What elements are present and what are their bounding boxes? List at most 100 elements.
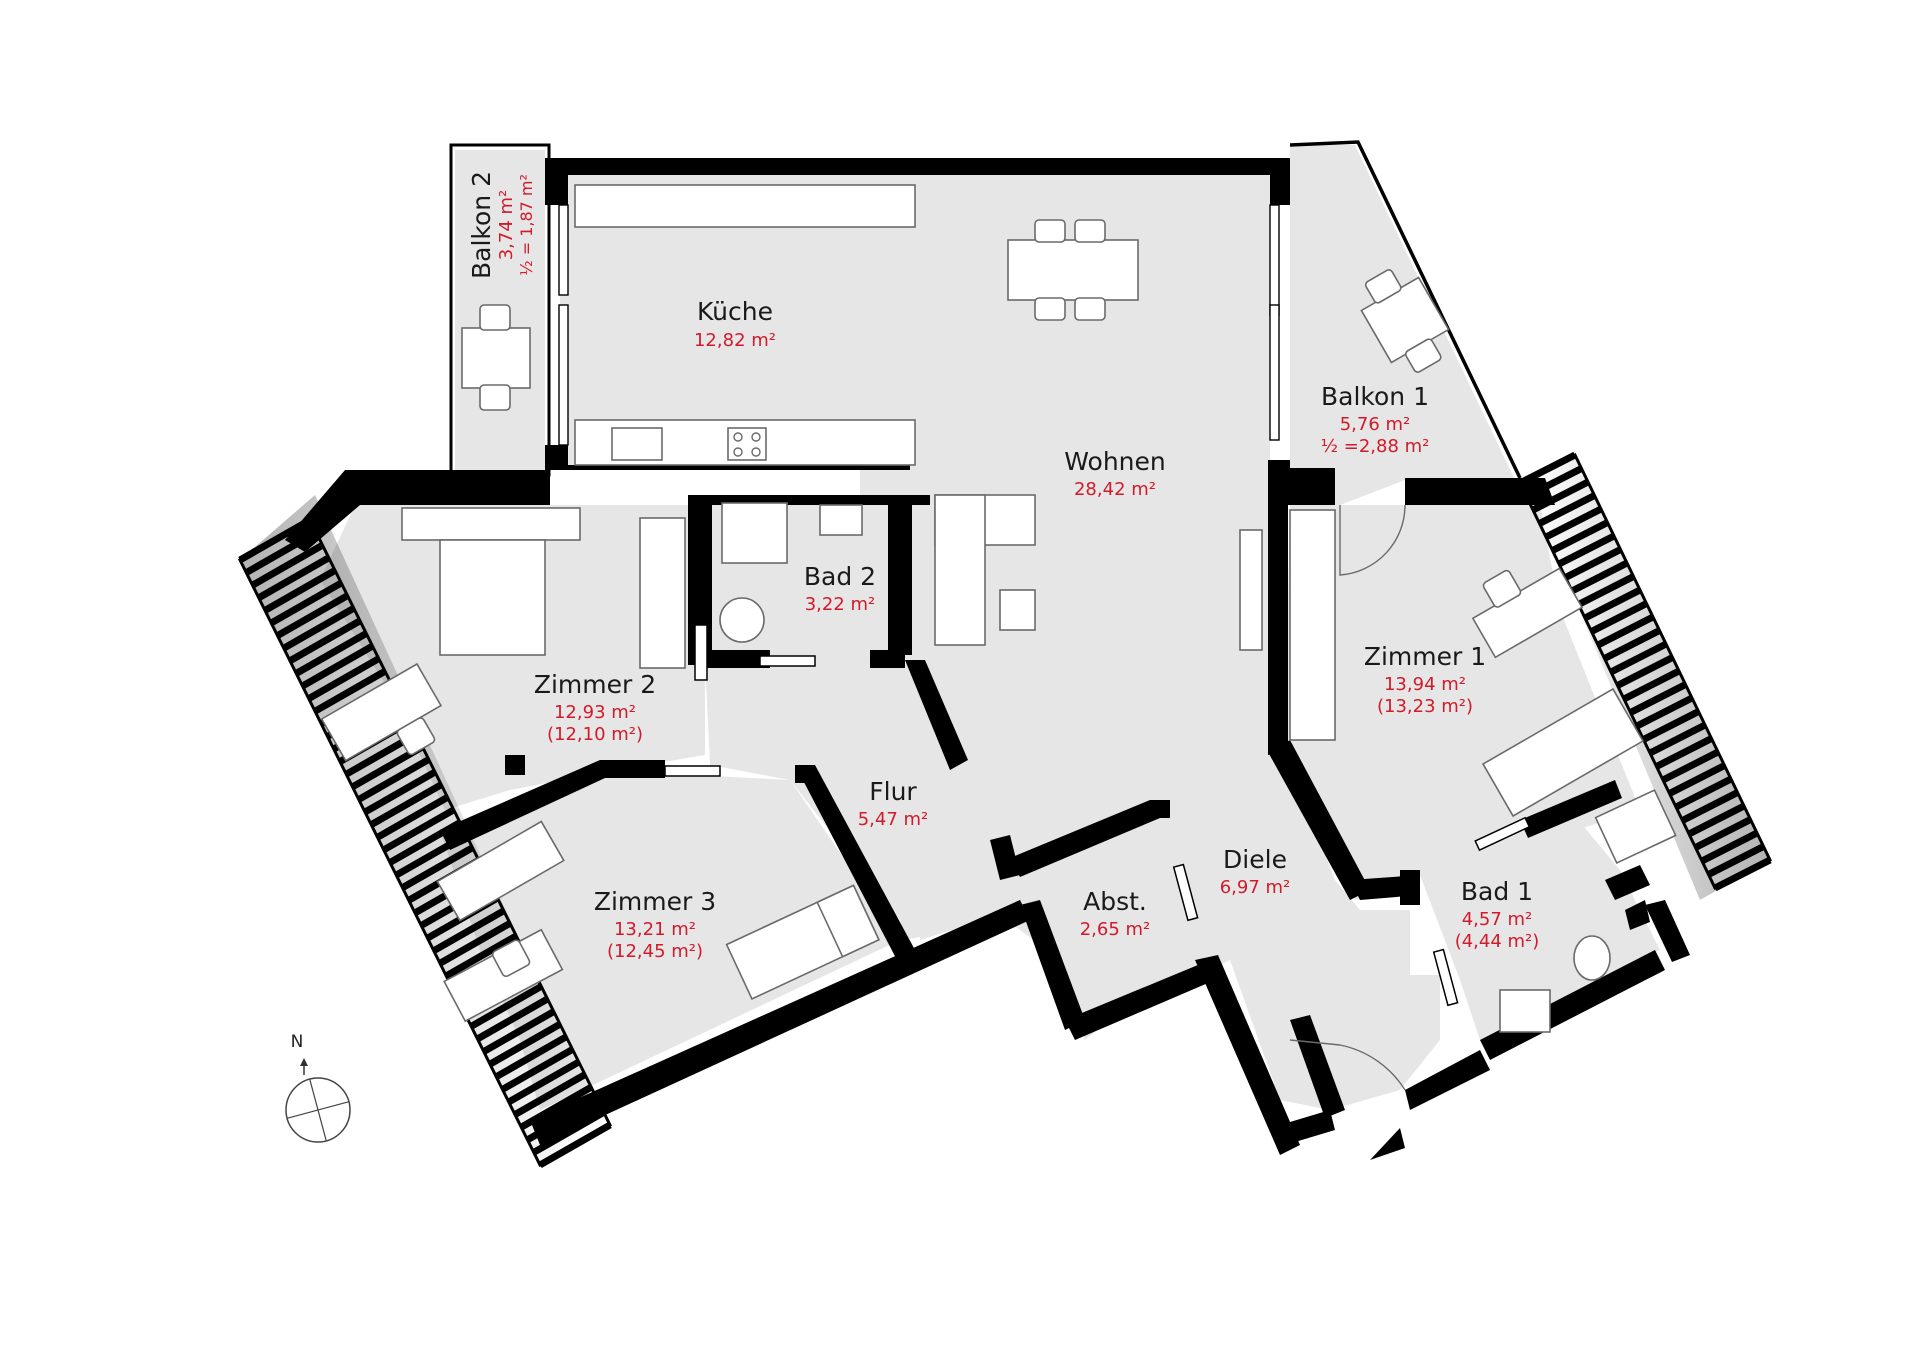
floor-abst <box>1020 820 1195 1010</box>
room-name-flur: Flur <box>869 777 917 806</box>
dining-table <box>1007 239 1139 301</box>
room-area-abst: 2,65 m² <box>1080 919 1151 940</box>
room-area-wohnen: 28,42 m² <box>1074 479 1156 500</box>
room-name-zimmer3: Zimmer 3 <box>594 887 716 916</box>
compass-north-label: N <box>291 1032 304 1052</box>
louver-slat-left <box>300 643 375 690</box>
louver-slat-right <box>1693 816 1753 851</box>
room-area-balkon1: 5,76 m² <box>1340 414 1411 435</box>
room-area-diele: 6,97 m² <box>1220 877 1291 898</box>
room-area-balkon2: 3,74 m² <box>496 190 517 261</box>
louver-slat-right <box>1700 829 1759 865</box>
louver-slat-left <box>400 844 475 891</box>
louver-slat-right <box>1544 505 1603 541</box>
louver-slat-left <box>357 756 431 803</box>
room-area-balkon1-half: ½ =2,88 m² <box>1321 436 1430 457</box>
louver-slat-left <box>475 995 550 1042</box>
sink-bad2 <box>819 504 863 536</box>
wardrobe-zimmer1 <box>1289 509 1336 741</box>
louver-slat-left <box>469 983 543 1030</box>
walls <box>285 140 1690 1155</box>
room-area-zimmer3: 13,21 m² <box>614 919 696 940</box>
louver-slat-right <box>1596 613 1655 649</box>
desk-zimmer2 <box>320 662 443 762</box>
floor-bad1 <box>1420 810 1660 1040</box>
louver-slat-left <box>444 932 518 979</box>
entrance-arrow-icon <box>1370 1128 1405 1160</box>
louver-slat-right <box>1648 721 1707 757</box>
louver-slat-right <box>1570 559 1629 595</box>
louver-slat-right <box>1563 546 1623 581</box>
double-bed <box>439 539 546 656</box>
room-name-balkon1: Balkon 1 <box>1321 382 1429 411</box>
window-louvers-right <box>1518 451 1772 900</box>
louver-slat-left <box>282 605 356 652</box>
louver-slat-right <box>1583 586 1642 622</box>
room-name-abst: Abst. <box>1083 887 1147 916</box>
louver-slat-right <box>1667 762 1727 797</box>
louver-slat-left <box>263 567 337 614</box>
kitchen-counter-top <box>574 184 916 228</box>
room-area-bad1-net: (4,44 m²) <box>1455 931 1540 952</box>
louver-slat-left <box>257 554 331 601</box>
room-area-zimmer1-net: (13,23 m²) <box>1377 696 1473 717</box>
louver-slat-right <box>1602 627 1662 662</box>
room-area-zimmer2: 12,93 m² <box>554 702 636 723</box>
room-name-kueche: Küche <box>697 297 773 326</box>
floor-flur <box>705 660 1000 940</box>
louver-slat-left <box>488 1021 562 1068</box>
room-area-zimmer2-net: (12,10 m²) <box>547 724 643 745</box>
louver-slat-right <box>1615 654 1675 689</box>
bed-headboard <box>401 507 581 541</box>
room-name-bad1: Bad 1 <box>1461 877 1533 906</box>
wardrobe-zimmer2 <box>639 517 686 669</box>
room-area-zimmer3-net: (12,45 m²) <box>607 941 703 962</box>
compass-circle-icon <box>285 1077 351 1143</box>
door-swing-balkon1 <box>1339 504 1406 576</box>
louver-slat-left <box>369 781 443 828</box>
louver-slat-right <box>1635 694 1694 730</box>
louver-slat-right <box>1589 600 1649 635</box>
shelf-zimmer3 <box>436 820 565 922</box>
shower-bad2 <box>721 502 788 564</box>
louver-slat-left <box>500 1046 575 1093</box>
toilet-bad2 <box>719 597 765 643</box>
louver-slat-right <box>1609 640 1668 676</box>
louver-slat-left <box>294 630 368 677</box>
compass: N <box>285 1032 351 1143</box>
louver-slat-left <box>482 1008 556 1055</box>
louver-slat-left <box>307 655 381 702</box>
louver-slat-left-frame <box>238 517 612 1168</box>
louver-slat-left <box>382 806 456 853</box>
louver-slat-left <box>507 1058 581 1106</box>
room-area-bad2: 3,22 m² <box>805 594 876 615</box>
floor-kueche-wohnen <box>560 165 1440 1110</box>
room-area-kueche: 12,82 m² <box>694 330 776 351</box>
kitchen-sink-icon <box>611 427 663 461</box>
louver-slat-right <box>1557 532 1616 568</box>
louver-slat-left <box>269 579 343 627</box>
room-labels: Küche 12,82 m² Wohnen 28,42 m² Balkon 1 … <box>467 171 1539 962</box>
room-name-zimmer2: Zimmer 2 <box>534 670 656 699</box>
toilet-bad1 <box>1573 935 1611 981</box>
louver-slat-left <box>250 542 325 589</box>
room-area-zimmer1: 13,94 m² <box>1384 674 1466 695</box>
door-swing-entrance <box>1289 1039 1406 1091</box>
louver-slat-right-frame <box>1518 452 1772 891</box>
stove-icon <box>727 427 767 461</box>
louver-slat-right <box>1550 519 1610 554</box>
room-name-wohnen: Wohnen <box>1064 447 1165 476</box>
louver-slat-left <box>513 1071 587 1118</box>
louver-slat-right <box>1628 681 1688 716</box>
louver-slat-right <box>1674 775 1733 811</box>
room-name-zimmer1: Zimmer 1 <box>1364 642 1486 671</box>
bed-zimmer1 <box>1481 687 1645 818</box>
room-area-balkon2-half: ½ = 1,87 m² <box>517 174 536 276</box>
louver-slat-left <box>313 668 387 715</box>
balkon2-table <box>461 327 531 389</box>
compass-arrow-icon <box>300 1058 308 1066</box>
louver-slat-left <box>438 920 512 967</box>
louver-slat-right <box>1687 802 1746 838</box>
room-area-bad1: 4,57 m² <box>1462 909 1533 930</box>
